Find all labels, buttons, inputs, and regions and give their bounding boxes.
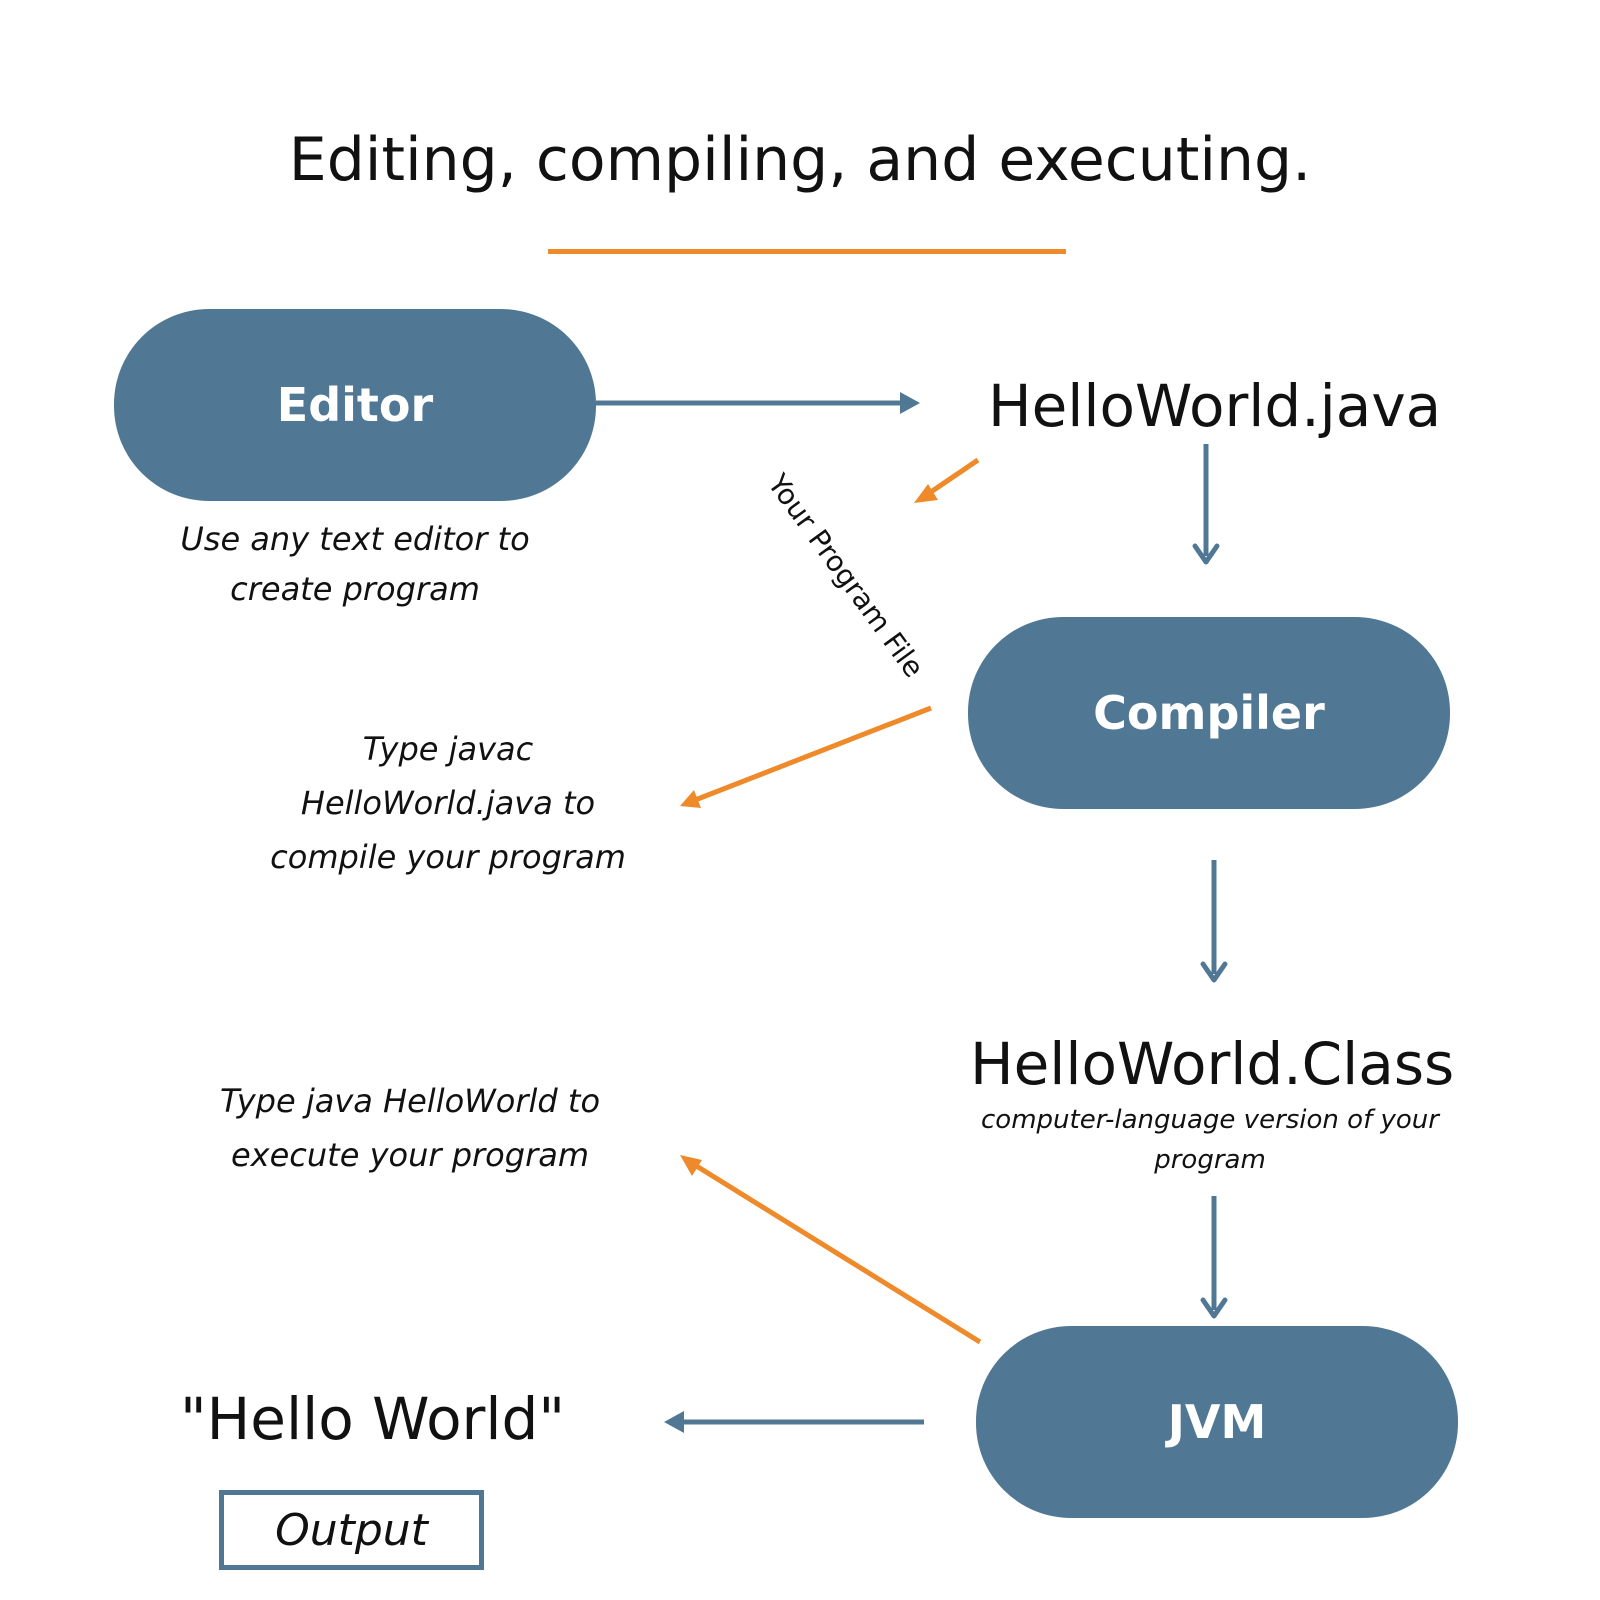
- note-arrow-compile: [689, 705, 932, 805]
- note-arrowhead-compile: [680, 790, 701, 808]
- flow-arrows: [596, 392, 1228, 1433]
- note-arrowhead-execute: [680, 1155, 702, 1176]
- editor-note: Use any text editor to create program: [180, 520, 530, 608]
- execute-note: Type java HelloWorld to execute your pro…: [219, 1082, 601, 1174]
- diagram-title: Editing, compiling, and executing.: [288, 125, 1312, 195]
- node-compiler-label: Compiler: [1093, 686, 1325, 740]
- compile-note: Type javac HelloWorld.java to compile yo…: [270, 730, 626, 876]
- note-arrow-execute: [688, 1159, 982, 1345]
- output-box: Output: [219, 1490, 484, 1570]
- node-editor: Editor: [114, 309, 596, 501]
- node-jvm: JVM: [976, 1326, 1458, 1518]
- arrowhead-editor-to-source: [900, 392, 920, 414]
- source-file-label: HelloWorld.java: [988, 372, 1442, 440]
- arrowhead-source-to-compiler: [1192, 543, 1220, 565]
- title-underline: [548, 249, 1066, 254]
- node-compiler: Compiler: [968, 617, 1450, 809]
- arrowhead-compiler-to-bytecode: [1200, 961, 1228, 983]
- node-editor-label: Editor: [276, 378, 434, 432]
- note-arrowhead-program-file: [914, 484, 938, 503]
- output-result: "Hello World": [180, 1385, 566, 1453]
- bytecode-note: computer-language version of your progra…: [981, 1105, 1439, 1175]
- node-jvm-label: JVM: [1167, 1395, 1267, 1449]
- bytecode-file-label: HelloWorld.Class: [970, 1030, 1455, 1098]
- arrowhead-bytecode-to-jvm: [1200, 1297, 1228, 1319]
- arrowhead-jvm-to-output: [664, 1411, 684, 1433]
- note-arrows: [680, 457, 982, 1345]
- output-box-label: Output: [275, 1504, 428, 1556]
